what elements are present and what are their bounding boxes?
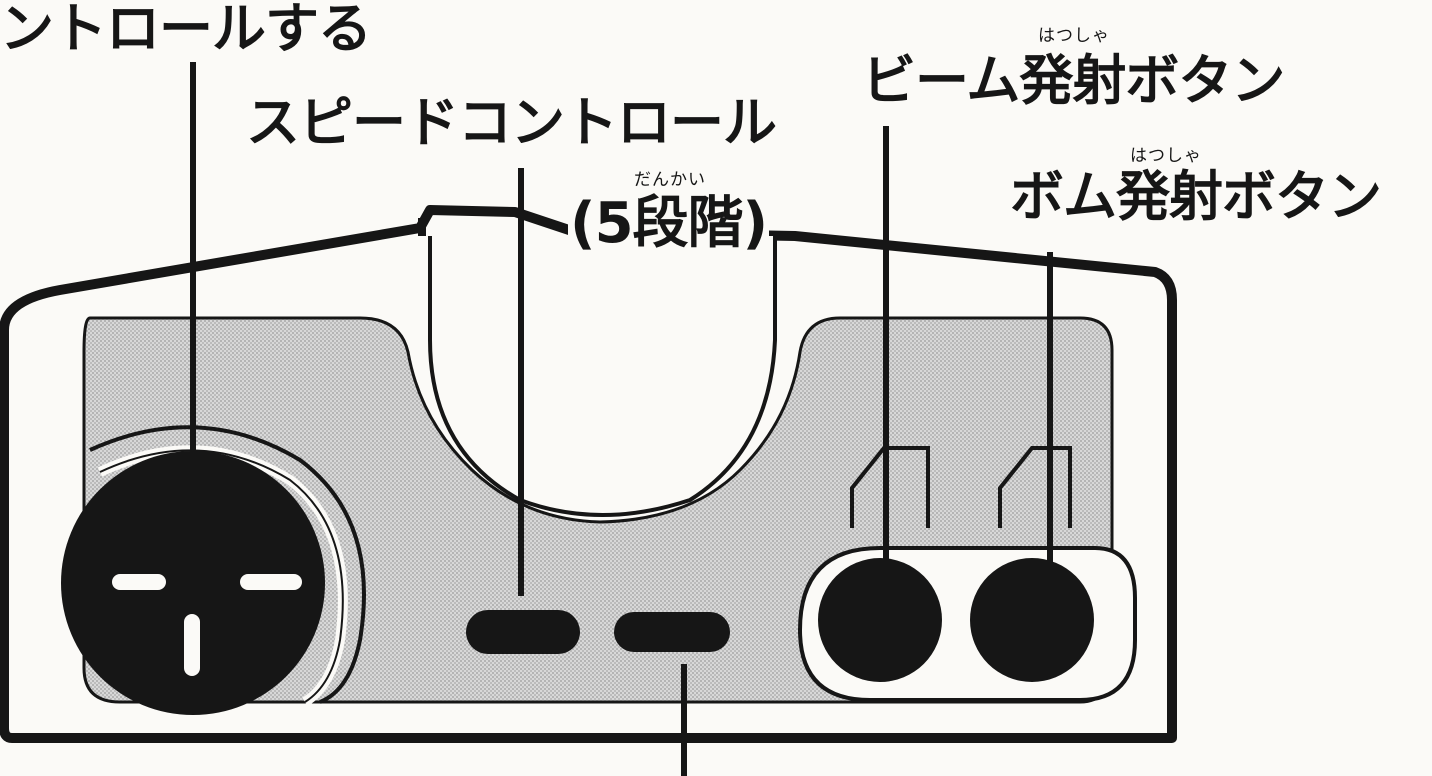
label-beam-ruby: はつしゃ bbox=[1038, 26, 1110, 46]
label-beam-button: ビーム発射ボタン bbox=[862, 49, 1285, 112]
beam-button bbox=[818, 558, 942, 682]
bomb-guide bbox=[998, 446, 1072, 528]
label-speed-control: スピードコントロール bbox=[246, 91, 777, 154]
label-speed-steps: (5段階) bbox=[568, 191, 770, 256]
center-cutout bbox=[428, 236, 777, 517]
label-direction-control: ントロールする bbox=[0, 0, 372, 60]
label-speed-steps-ruby: だんかい bbox=[634, 170, 706, 190]
bomb-button bbox=[970, 558, 1094, 682]
select-button bbox=[466, 610, 580, 654]
label-bomb-ruby: はつしゃ bbox=[1130, 146, 1202, 166]
dpad-ring-outer bbox=[89, 425, 366, 704]
label-bomb-button: ボム発射ボタン bbox=[1010, 165, 1382, 228]
dpad bbox=[61, 451, 325, 715]
run-button bbox=[614, 612, 730, 652]
